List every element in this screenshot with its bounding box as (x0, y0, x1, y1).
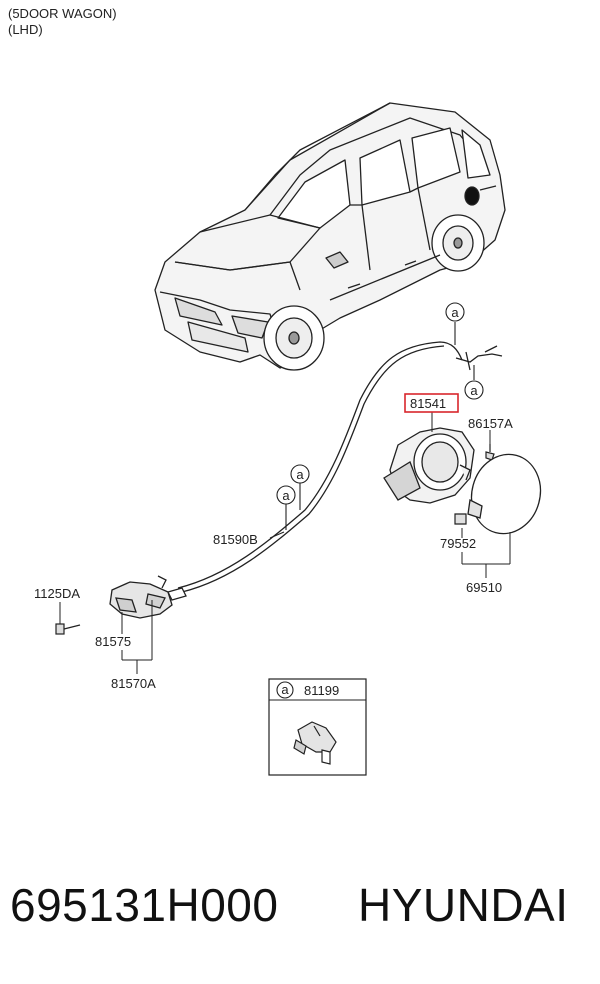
label-81590B: 81590B (213, 532, 258, 547)
part-79552 (454, 513, 467, 525)
lever-assembly (109, 575, 187, 619)
diagram-header: (5DOOR WAGON) (LHD) (8, 6, 117, 38)
callout-a-cable-1: a (290, 464, 310, 484)
label-81570A: 81570A (111, 676, 156, 691)
callout-letter: a (296, 467, 304, 482)
fuel-cable-81590B (177, 341, 503, 593)
bolt-1125DA (55, 623, 81, 635)
label-79552: 79552 (440, 536, 476, 551)
label-81541: 81541 (410, 396, 446, 411)
callout-a-mid: a (464, 380, 484, 400)
inset-81199: a 81199 (268, 678, 367, 776)
clip-81199 (293, 721, 337, 765)
callout-letter: a (281, 682, 289, 697)
drive-side: (LHD) (8, 22, 43, 37)
callout-markers (285, 322, 475, 530)
callout-letter: a (282, 488, 290, 503)
screw-86157A (485, 444, 495, 461)
callout-a-top: a (445, 302, 465, 322)
label-69510: 69510 (466, 580, 502, 595)
leader-lines (59, 412, 511, 674)
model-variant: (5DOOR WAGON) (8, 6, 117, 21)
part-number: 695131H000 (10, 879, 279, 931)
label-81575: 81575 (95, 634, 131, 649)
label-81199: 81199 (304, 683, 339, 698)
highlight-box (404, 393, 459, 413)
car-illustration (154, 102, 506, 371)
brand-name: HYUNDAI (358, 879, 569, 931)
fuel-door-69510 (467, 453, 542, 535)
label-86157A: 86157A (468, 416, 513, 431)
callout-letter: a (470, 383, 478, 398)
callout-letter: a (451, 305, 459, 320)
label-1125DA: 1125DA (34, 586, 80, 601)
callout-a-cable-2: a (276, 485, 296, 505)
fuel-filler-housing (383, 427, 475, 504)
